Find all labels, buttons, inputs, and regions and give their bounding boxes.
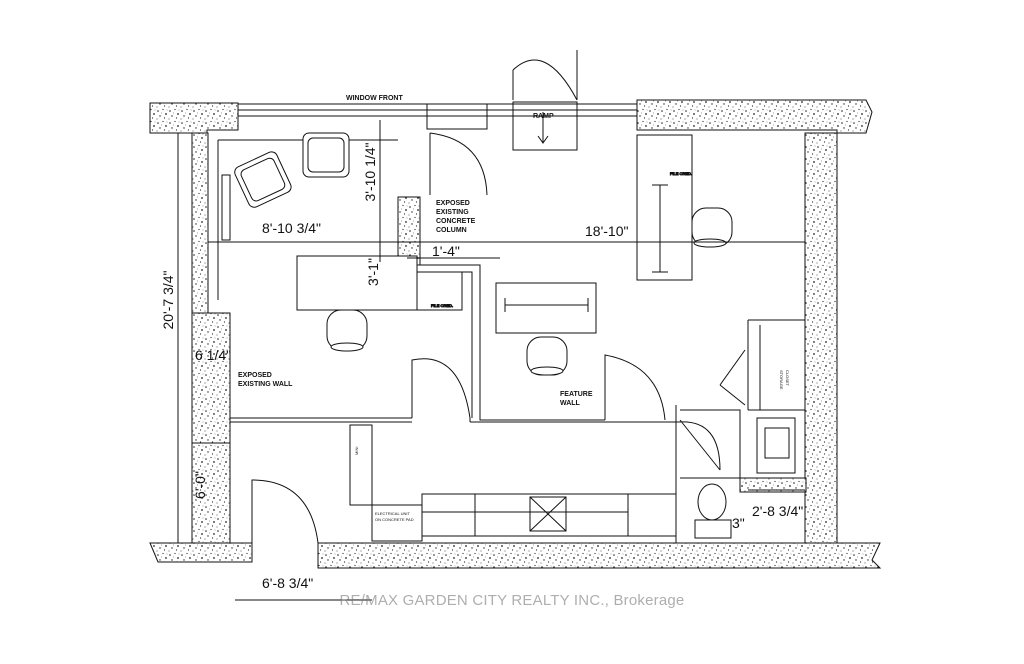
dim-col-depth: 3'-1"	[365, 258, 381, 286]
ramp-label: RAMP	[533, 113, 554, 120]
office-chair-1	[326, 309, 368, 352]
left-wall-top	[191, 132, 209, 314]
ramp: RAMP	[512, 50, 578, 151]
right-wall	[804, 132, 838, 544]
bottom-left-wall	[149, 542, 253, 563]
file-cred-label-1: FILE CRED.	[431, 303, 453, 308]
storage-closet-label-2: CLOSET	[785, 370, 790, 387]
desk-right: FILE CRED.	[636, 134, 693, 281]
window-front: WINDOW FRONT	[238, 95, 637, 130]
top-right-wall	[636, 99, 873, 134]
exterior-walls	[149, 99, 882, 569]
closet-wall	[739, 477, 807, 493]
column-label-2: EXISTING	[436, 209, 469, 216]
labels: EXPOSED EXISTING CONCRETE COLUMN EXPOSED…	[238, 200, 790, 522]
dimension-labels: 8'-10 3/4" 18'-10" 20'-7 3/4" 3'-10 1/4"…	[160, 142, 803, 591]
storage-closet-label-1: STORAGE	[779, 370, 784, 390]
window-front-label: WINDOW FRONT	[346, 95, 403, 102]
concrete-column	[397, 196, 421, 266]
office-chair-2	[526, 336, 568, 376]
toilet	[694, 483, 732, 539]
interior-lines	[207, 129, 805, 543]
lounge-chair-left	[234, 151, 292, 208]
wall-label-1: EXPOSED	[238, 372, 272, 379]
doors	[251, 132, 746, 544]
dim-closet-width: 2'-8 3/4"	[752, 503, 803, 519]
feature-wall-label-1: FEATURE	[560, 391, 593, 398]
electrical-label-1: ELECTRICAL UNIT	[375, 511, 411, 516]
wall-label-2: EXISTING WALL	[238, 381, 293, 388]
feature-wall-label-2: WALL	[560, 400, 581, 407]
window-seat	[221, 174, 231, 241]
dim-width-right: 18'-10"	[585, 223, 628, 239]
left-wall-mid	[191, 312, 231, 444]
dim-wall-left-1: 6 1/4"	[195, 347, 231, 363]
watermark: RE/MAX GARDEN CITY REALTY INC., Brokerag…	[339, 592, 685, 609]
dim-small-3: 3"	[732, 515, 745, 531]
dim-window-depth: 3'-10 1/4"	[362, 142, 378, 201]
file-cred-label-2: FILE CRED.	[670, 171, 692, 176]
column-label-1: EXPOSED	[436, 200, 470, 207]
bottom-right-wall	[317, 542, 882, 569]
dim-col-width: 1'-4"	[432, 243, 460, 259]
dimension-lines	[177, 120, 805, 601]
dim-wall-left-2: 6'-0"	[192, 471, 208, 499]
furniture: FILE CRED. FILE CRED.	[221, 132, 796, 539]
desk-center	[495, 282, 597, 334]
dim-door-bottom: 6'-8 3/4"	[262, 575, 313, 591]
top-left-wall	[149, 102, 239, 134]
bathroom-sink	[756, 417, 796, 474]
left-wall-bottom	[191, 442, 231, 544]
dim-width-left: 8'-10 3/4"	[262, 220, 321, 236]
dim-height-total: 20'-7 3/4"	[160, 270, 176, 329]
lounge-chair-right	[302, 132, 350, 178]
column-label-3: CONCRETE	[436, 218, 476, 225]
mini-label: MINI	[354, 447, 359, 455]
office-chair-3	[691, 207, 733, 248]
desk-left: FILE CRED.	[296, 255, 463, 311]
column-label-4: COLUMN	[436, 227, 467, 234]
electrical-label-2: ON CONCRETE PAD	[375, 517, 414, 522]
